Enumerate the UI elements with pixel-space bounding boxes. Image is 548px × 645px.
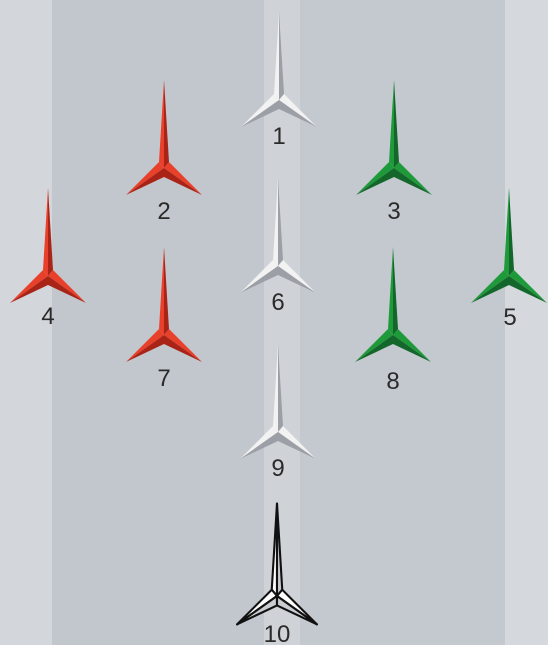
marker-label: 7 (157, 365, 170, 392)
marker-label: 6 (271, 289, 284, 316)
marker-label: 9 (271, 455, 284, 482)
marker-label: 2 (157, 198, 170, 225)
marker-label: 1 (272, 123, 285, 150)
marker-label: 8 (386, 368, 399, 395)
marker-label: 3 (387, 198, 400, 225)
marker-label: 10 (264, 621, 291, 645)
marker-label: 4 (41, 303, 54, 330)
marker-label: 5 (503, 304, 516, 331)
